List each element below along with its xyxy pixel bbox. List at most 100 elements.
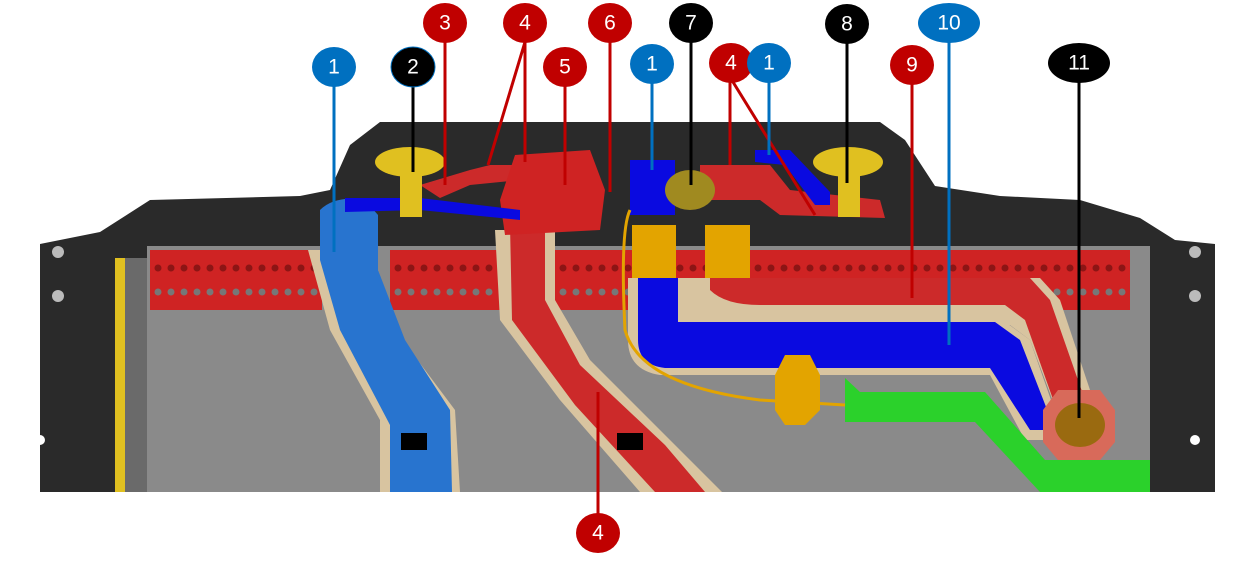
- vent-hole: [394, 264, 402, 272]
- vent-hole: [871, 264, 879, 272]
- mount-hole: [52, 246, 64, 258]
- vent-hole: [858, 264, 866, 272]
- contactor-left: [632, 225, 676, 278]
- vent-hole: [206, 264, 214, 272]
- vent-hole: [598, 288, 606, 296]
- vent-hole: [793, 264, 801, 272]
- callout-label: 3: [439, 12, 451, 35]
- vent-hole: [485, 288, 493, 296]
- callout-layer: 1 2 3 4 5 6 1 7 4 1 8 9 10 11 4: [312, 3, 1110, 553]
- callout-7: 7: [669, 3, 713, 43]
- vent-hole: [258, 288, 266, 296]
- busbar-positive-mid-insulation: [495, 230, 722, 492]
- vent-hole: [572, 288, 580, 296]
- side-connectors: [125, 258, 147, 492]
- vent-hole: [433, 264, 441, 272]
- vent-hole: [1066, 288, 1074, 296]
- callout-3: 3: [423, 3, 467, 43]
- vent-hole: [559, 264, 567, 272]
- busbar-label-patch: [401, 433, 427, 450]
- vent-hole: [271, 288, 279, 296]
- busbar-negative-left: [320, 198, 452, 492]
- fuse-bracket-stem: [838, 162, 860, 217]
- vent-hole: [1040, 264, 1048, 272]
- vent-hole: [923, 264, 931, 272]
- vent-hole: [258, 264, 266, 272]
- lv-connector: [775, 355, 820, 425]
- contactor-right: [705, 225, 750, 278]
- vent-hole: [167, 264, 175, 272]
- callout-label: 1: [328, 56, 340, 79]
- callout-label: 10: [937, 12, 960, 35]
- busbar-9: [710, 278, 1085, 405]
- vent-hole: [284, 288, 292, 296]
- vent-hole: [1118, 288, 1126, 296]
- vent-hole: [1053, 288, 1061, 296]
- callout-label: 4: [725, 52, 737, 75]
- mount-hole: [1189, 290, 1201, 302]
- vent-hole: [897, 264, 905, 272]
- callout-8: 8: [825, 4, 869, 44]
- vent-hole: [459, 264, 467, 272]
- vent-hole: [767, 264, 775, 272]
- callout-label: 4: [519, 12, 531, 35]
- callout-6: 6: [588, 3, 632, 43]
- callout-4: 4: [576, 513, 620, 553]
- vent-hole: [472, 264, 480, 272]
- callout-1: 1: [312, 47, 356, 87]
- leader-line-4d: [731, 81, 817, 216]
- fuse-bracket-stem: [400, 162, 422, 217]
- callout-label: 7: [685, 12, 697, 35]
- callout-label: 1: [646, 53, 658, 76]
- vent-hole: [459, 288, 467, 296]
- mount-hole: [52, 290, 64, 302]
- vent-hole: [1001, 264, 1009, 272]
- hv-connector-core: [1055, 403, 1105, 447]
- vent-hole: [845, 264, 853, 272]
- vent-hole: [193, 288, 201, 296]
- busbar-positive-mid: [510, 225, 705, 492]
- vent-hole: [193, 264, 201, 272]
- vent-hole: [420, 264, 428, 272]
- vent-hole: [433, 288, 441, 296]
- vent-hole: [245, 264, 253, 272]
- callout-label: 4: [592, 522, 604, 545]
- vent-hole: [420, 288, 428, 296]
- vent-hole: [1118, 264, 1126, 272]
- callout-1: 1: [747, 43, 791, 83]
- module-strip-mid: [390, 250, 510, 310]
- vent-hole: [975, 264, 983, 272]
- busbar-1-upper-left: [345, 198, 520, 220]
- callout-label: 11: [1068, 52, 1090, 75]
- sense-wires: [621, 209, 846, 407]
- busbar-label-patch: [617, 433, 643, 450]
- vent-hole: [310, 288, 318, 296]
- mount-hole: [1189, 246, 1201, 258]
- vent-hole: [232, 264, 240, 272]
- vent-hole: [988, 264, 996, 272]
- fuse-bracket-2: [375, 147, 445, 217]
- callout-5: 5: [543, 47, 587, 87]
- vent-hole: [206, 288, 214, 296]
- vent-hole: [446, 264, 454, 272]
- vent-hole: [832, 264, 840, 272]
- callout-9: 9: [890, 45, 934, 85]
- vent-hole: [1066, 264, 1074, 272]
- vent-hole: [572, 264, 580, 272]
- vent-hole: [949, 264, 957, 272]
- callout-1: 1: [630, 44, 674, 84]
- leader-line-4b: [486, 41, 527, 166]
- callout-label: 5: [559, 56, 571, 79]
- vent-hole: [219, 264, 227, 272]
- vent-hole: [611, 288, 619, 296]
- vent-hole: [819, 264, 827, 272]
- vent-hole: [407, 288, 415, 296]
- callout-label: 9: [906, 54, 918, 77]
- callout-4: 4: [709, 43, 753, 83]
- callout-4: 4: [503, 3, 547, 43]
- vent-hole: [1053, 264, 1061, 272]
- busbar-3: [420, 165, 520, 198]
- vent-hole: [1105, 264, 1113, 272]
- vent-hole: [611, 264, 619, 272]
- vent-hole: [598, 264, 606, 272]
